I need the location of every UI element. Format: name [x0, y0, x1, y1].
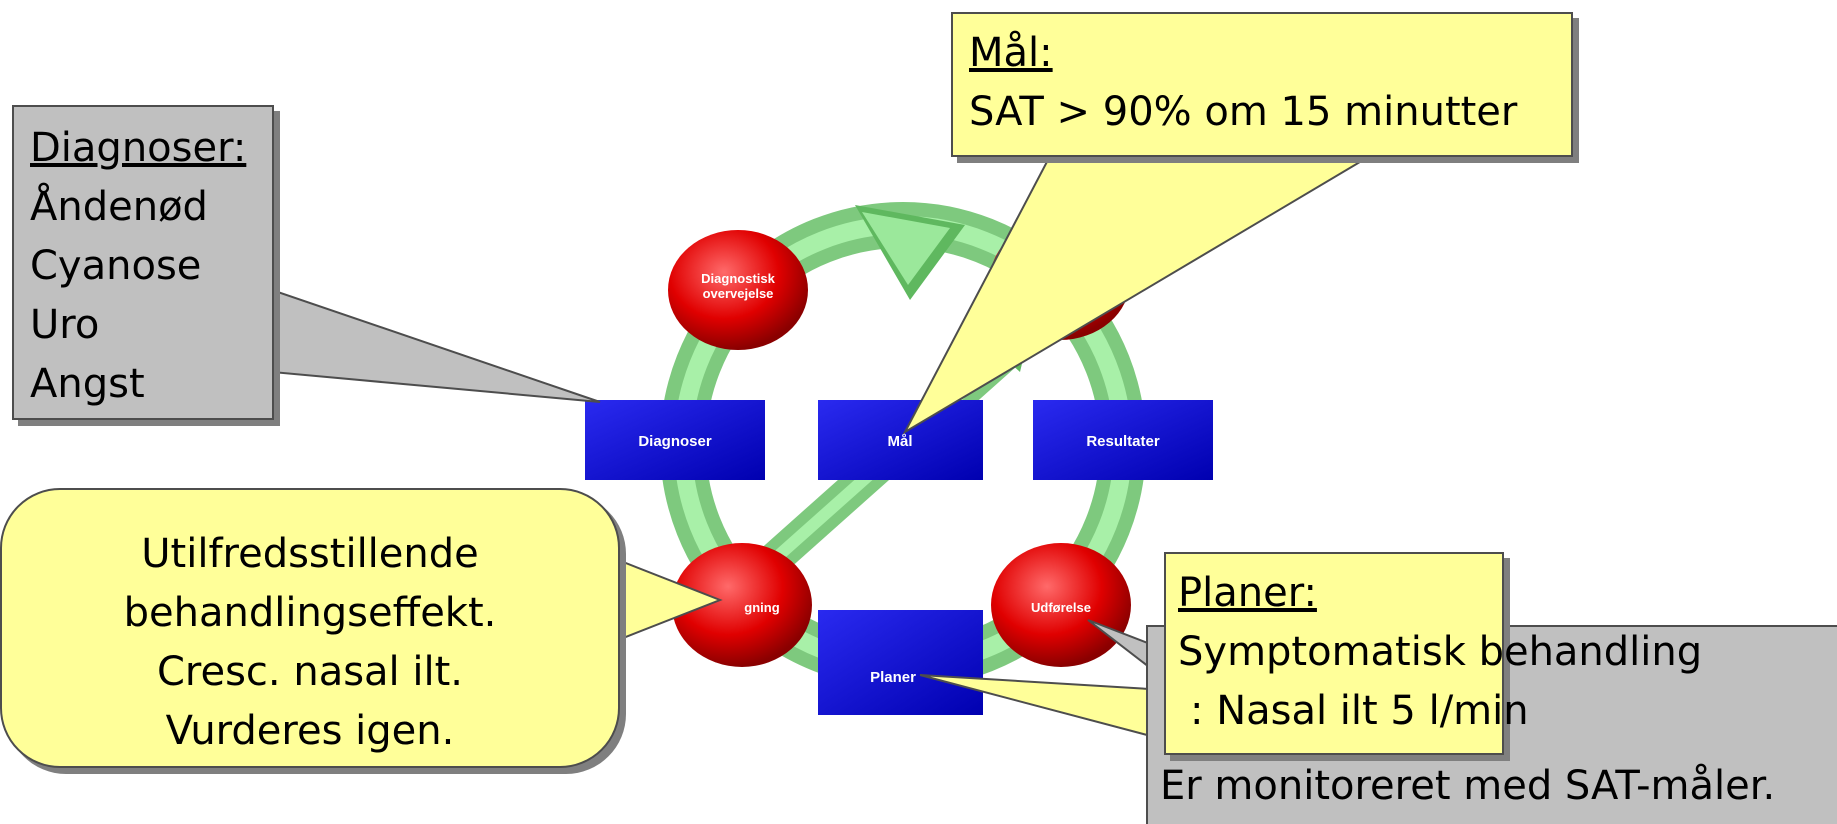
diagnose-item: Uro: [30, 302, 100, 348]
evaluering-pointer: [617, 558, 723, 642]
node-label-word: overvejelse: [703, 286, 774, 301]
evaluering-line: Cresc. nasal ilt.: [156, 649, 464, 695]
diagnoser-pointer: [271, 288, 601, 403]
planer-pointer: [919, 674, 1167, 742]
diagnose-item: Åndenød: [30, 184, 208, 230]
callout-maal-text: SAT > 90% om 15 minutter: [969, 89, 1518, 135]
evaluering-line: Utilfredsstillende: [141, 531, 479, 577]
box-diagnoser: Diagnoser: [585, 400, 765, 480]
box-label-resultater: Resultater: [1086, 433, 1160, 450]
diagnose-item: Cyanose: [30, 243, 202, 289]
callout-diagnoser-title: Diagnoser:: [30, 125, 247, 171]
callout-evaluering: Utilfredsstillende behandlingseffekt. Cr…: [0, 488, 620, 768]
box-maal: Mål: [818, 400, 983, 480]
maal-pointer: [902, 155, 1374, 435]
node-label-udforelse: Udførelse: [1031, 600, 1091, 615]
box-label-diagnoser: Diagnoser: [638, 433, 712, 450]
box-resultater: Resultater: [1033, 400, 1213, 480]
planer-line: : Nasal ilt 5 l/min: [1190, 688, 1529, 734]
callout-resultater-text: Er monitoreret med SAT-måler.: [1160, 763, 1776, 809]
evaluering-line: Vurderes igen.: [165, 708, 455, 754]
node-label-gning: gning: [744, 600, 779, 615]
callout-planer: Planer: Symptomatisk behandling : Nasal …: [1164, 552, 1703, 755]
planer-line: Symptomatisk behandling: [1178, 629, 1703, 675]
callout-maal: Mål: SAT > 90% om 15 minutter: [951, 12, 1573, 157]
box-label-maal: Mål: [887, 433, 912, 450]
callout-maal-title: Mål:: [969, 30, 1053, 76]
node-label-word: Diagnostisk: [701, 271, 775, 286]
node-bottom-left: gning: [672, 543, 812, 667]
evaluering-line: behandlingseffekt.: [123, 590, 497, 636]
callout-diagnoser: Diagnoser: Åndenød Cyanose Uro Angst: [12, 105, 274, 420]
node-udforelse: Udførelse: [991, 543, 1131, 667]
diagnose-item: Angst: [30, 361, 145, 407]
callout-planer-title: Planer:: [1178, 570, 1317, 616]
box-planer: Planer: [818, 610, 983, 715]
box-label-planer: Planer: [870, 669, 916, 686]
